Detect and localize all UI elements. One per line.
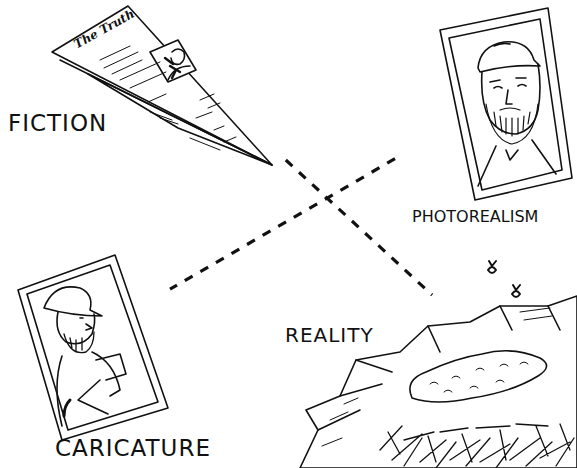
- caricature-beard: [64, 332, 94, 353]
- flies: [488, 261, 520, 297]
- big-cap: [44, 287, 102, 316]
- batter-texture: [430, 362, 528, 392]
- face-features: [490, 78, 526, 104]
- caricature-shade: [64, 400, 70, 416]
- plane-photo-hatch: [165, 58, 180, 78]
- beard: [486, 104, 538, 144]
- caricature-frame: [18, 255, 168, 440]
- photo-inner-frame: [449, 19, 562, 190]
- plane-wing: [52, 6, 272, 165]
- illustration-panel: CARICATURE: [0, 250, 170, 440]
- paper-airplane: [52, 6, 272, 165]
- plane-underside-lines: [150, 112, 220, 150]
- illustration-panel: The TruthFICTION: [40, 0, 290, 160]
- caricature-arm: [78, 380, 108, 414]
- fried-fish: [410, 351, 547, 402]
- caricature-body: [57, 352, 126, 426]
- plane-photo-figure: [168, 49, 190, 80]
- illustration-panel: REALITY: [285, 295, 577, 468]
- photo-portrait: [440, 8, 572, 200]
- caricature-eye-nose: [80, 318, 92, 330]
- newspaper-wrap: [300, 296, 577, 468]
- plane-newsprint: [100, 46, 236, 142]
- panel-label: REALITY: [285, 325, 374, 345]
- fish-and-chips: [300, 261, 577, 468]
- caricature-face: [57, 312, 95, 344]
- illustration-panel: PHOTOREALISM: [395, 5, 565, 205]
- chips: [380, 424, 574, 468]
- cap: [478, 42, 540, 72]
- newspaper-masthead: The Truth: [72, 8, 136, 51]
- dashed-connector: [170, 159, 395, 290]
- face: [482, 64, 540, 134]
- shoulders: [478, 140, 556, 186]
- panel-label: PHOTOREALISM: [412, 209, 538, 225]
- panel-label: FICTION: [8, 112, 107, 135]
- photo-frame: [440, 8, 572, 200]
- caricature-portrait: [18, 255, 168, 440]
- dashed-connector: [286, 160, 432, 295]
- cap-seam: [494, 43, 510, 46]
- caricature-inner-frame: [27, 265, 158, 430]
- panel-label: CARICATURE: [55, 437, 211, 460]
